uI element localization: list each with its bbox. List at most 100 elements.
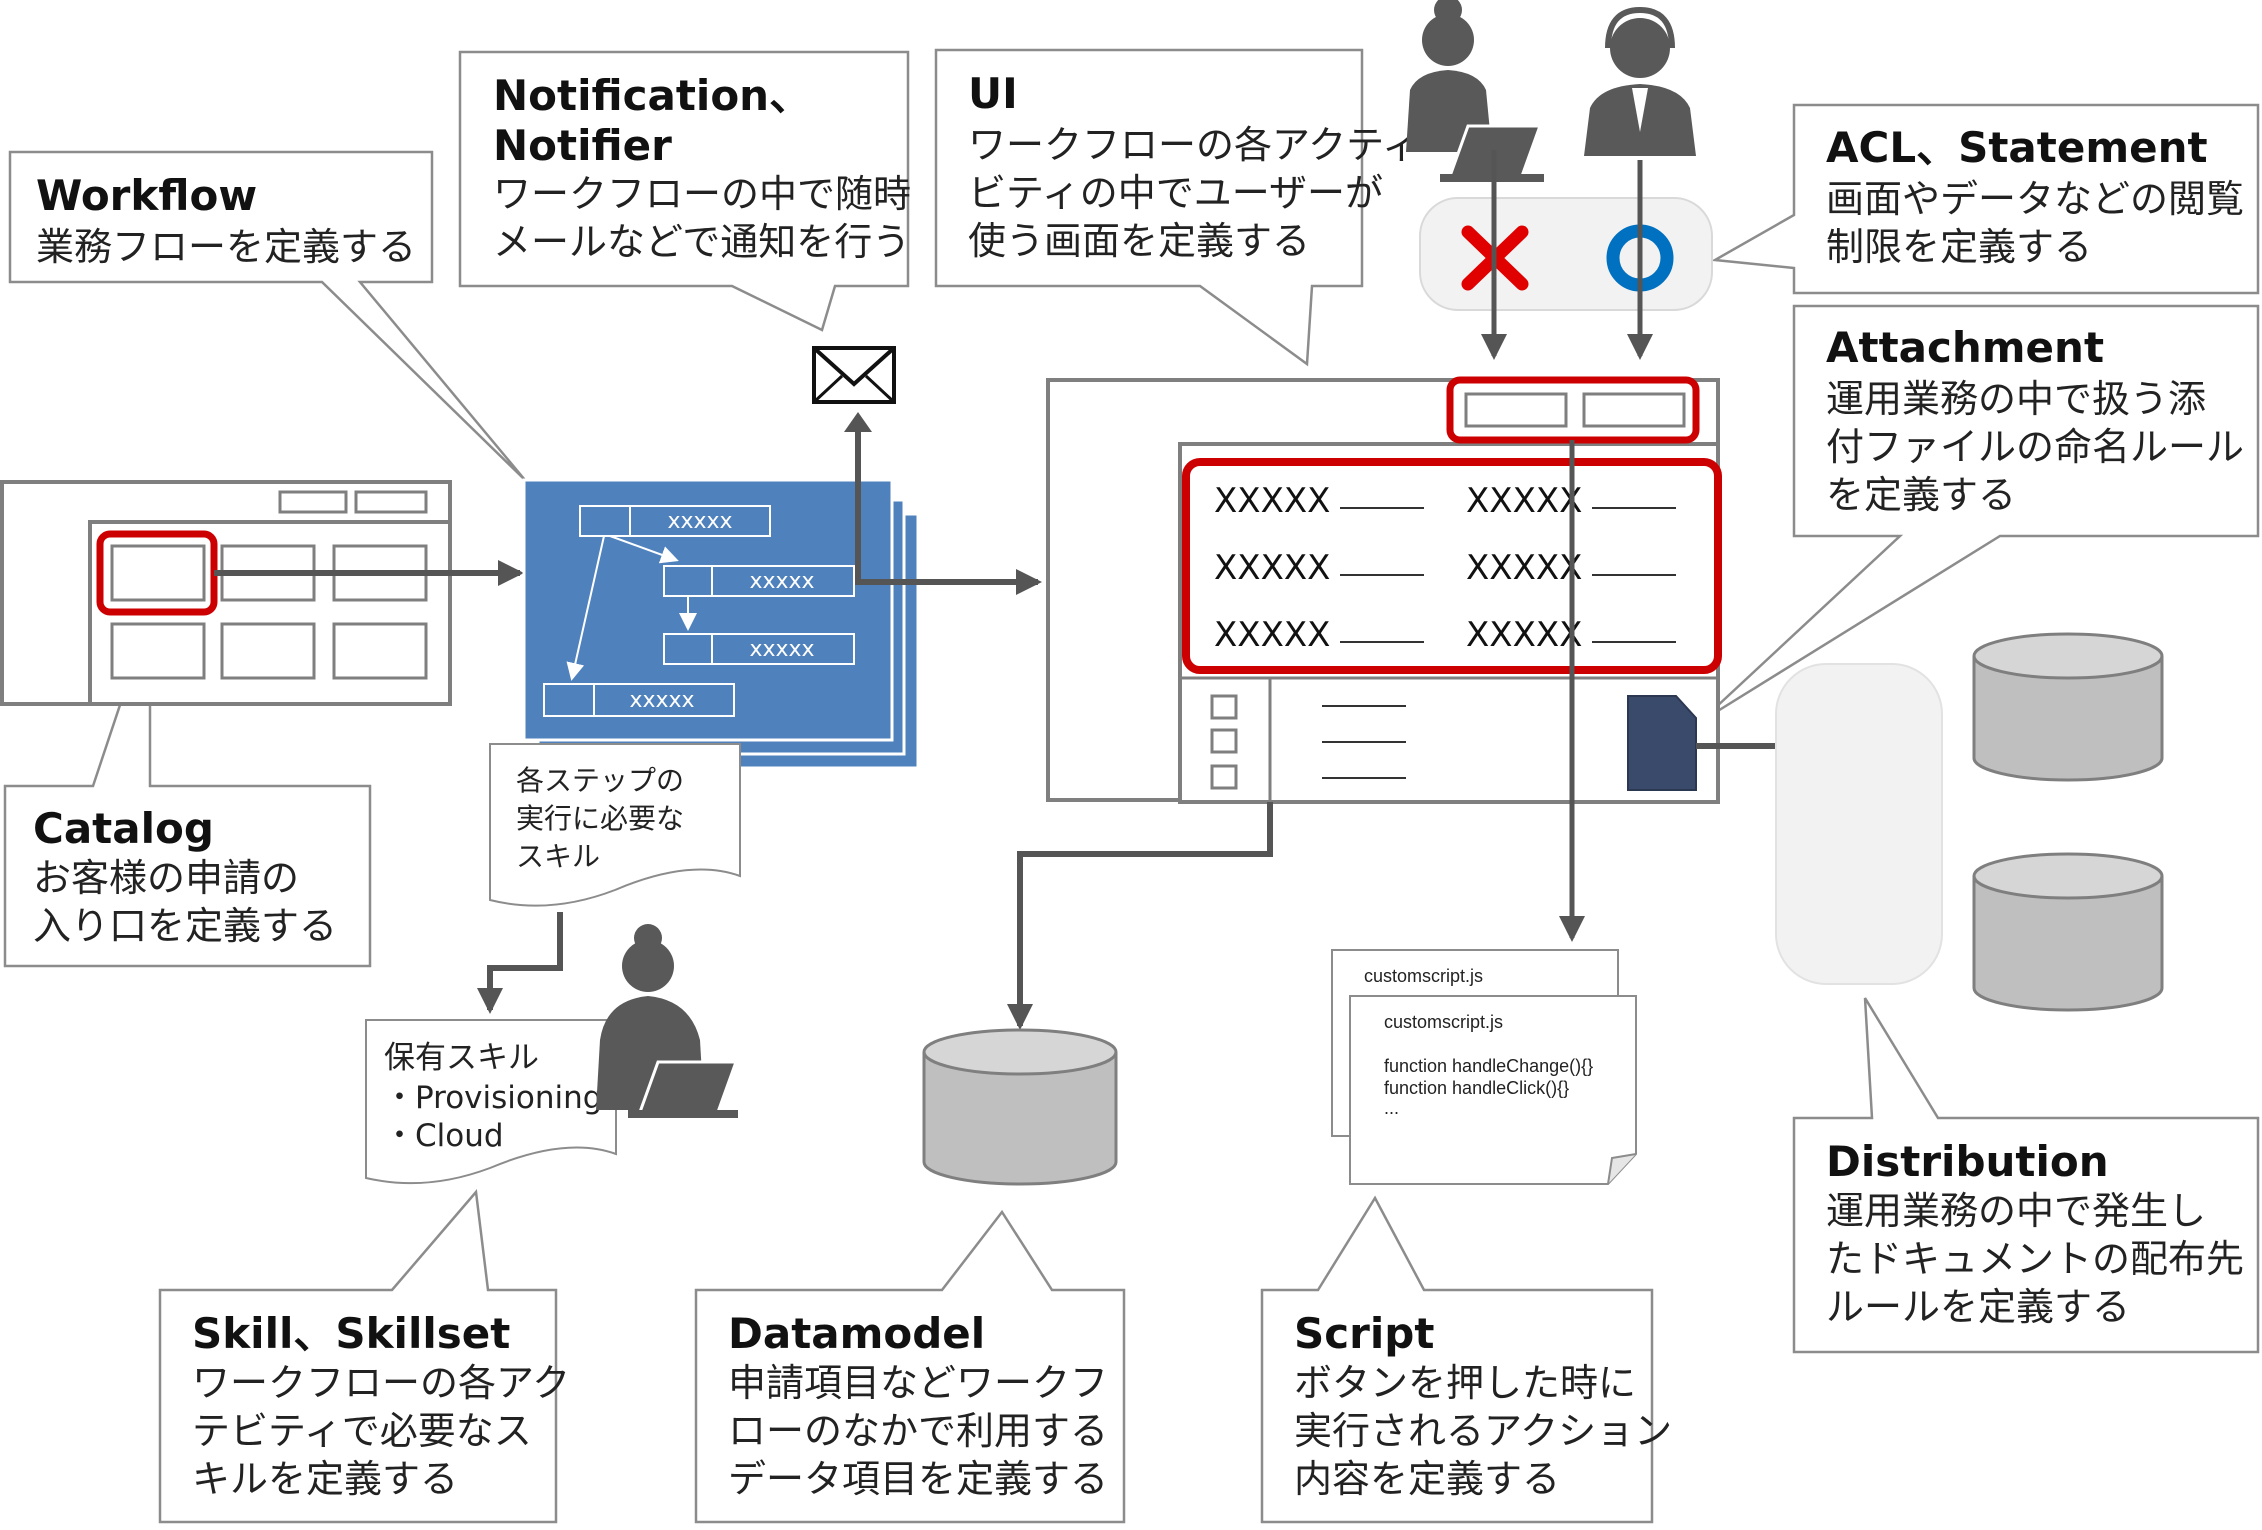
script-title: Script [1294,1309,1434,1358]
checkbox [1210,728,1238,754]
ui-button [1582,392,1686,428]
form-field: XXXXX [1466,615,1676,655]
form-field-label: XXXXX [1214,481,1330,521]
database-icon [1972,632,2164,782]
owned-skill-heading: 保有スキル [384,1040,539,1076]
notification-title-line2: Notifier [493,121,672,170]
workflow-callout: Workflow 業務フローを定義する [8,150,526,481]
ui-title: UI [968,69,1018,118]
acl-body-line2: 制限を定義する [1826,225,2092,269]
to-mail-arrowhead [844,412,872,432]
distribution-body-line2: たドキュメントの配布先 [1826,1237,2244,1281]
step-skill-note: 各ステップの 実行に必要な スキル [489,743,741,907]
script-body-line2: 実行されるアクション [1294,1409,1672,1453]
workflow-step: xxxxx [663,633,855,665]
catalog-body-line1: お客様の申請の [33,856,299,900]
ui-screen: XXXXX XXXXX XXXXX XXXXX XXXXX XXXXX [1046,376,1722,804]
owned-skill-item: ・Cloud [384,1118,504,1154]
notification-body-line1: ワークフローの中で随時 [493,172,911,216]
script-code-line: function handleClick(){} [1384,1078,1569,1098]
distribution-zone [1775,663,1943,985]
attachment-body-line1: 運用業務の中で扱う添 [1826,377,2206,421]
database-icon [922,1028,1118,1186]
form-highlight [1182,458,1722,674]
mail-icon [812,346,896,404]
step-skill-note-line1: 各ステップの [516,764,684,797]
datamodel-title: Datamodel [728,1309,985,1358]
catalog-callout: Catalog お客様の申請の 入り口を定義する [3,614,372,968]
workflow-step: xxxxx [663,565,855,597]
script-file-front-name: customscript.js [1384,1012,1503,1032]
script-file-front: customscript.js function handleChange(){… [1349,995,1637,1185]
datamodel-body-line3: データ項目を定義する [728,1457,1108,1501]
workflow-stack: xxxxx xxxxx xxxxx xxxxx [522,478,920,770]
datamodel-body-line1: 申請項目などワークフ [728,1361,1108,1405]
distribution-title: Distribution [1826,1137,2109,1186]
ui-body-line3: 使う画面を定義する [968,219,1310,263]
ui-body-line2: ビティの中でユーザーが [968,171,1383,215]
ui-callout: UI ワークフローの各アクティ ビティの中でユーザーが 使う画面を定義する [934,48,1420,367]
workflow-step: xxxxx [579,505,771,537]
acl-title: ACL、Statement [1826,123,2208,172]
database-icon [1972,852,2164,1012]
script-body-line1: ボタンを押した時に [1294,1361,1636,1405]
form-field-label: XXXXX [1466,615,1582,655]
person-with-laptop-top-icon [1406,0,1544,182]
form-field-label: XXXXX [1466,548,1582,588]
script-code-line: function handleChange(){} [1384,1056,1593,1076]
form-field: XXXXX [1466,481,1676,521]
notification-callout: Notification、 Notifier ワークフローの中で随時 メールなど… [458,50,911,332]
workflow-step-label: xxxxx [629,688,694,713]
distribution-body-line1: 運用業務の中で発生し [1826,1189,2206,1233]
workflow-step-label: xxxxx [667,509,732,534]
step-skill-note-line3: スキル [516,840,600,873]
notification-body-line2: メールなどで通知を行う [493,220,910,264]
form-field-label: XXXXX [1214,548,1330,588]
catalog-tile [220,622,316,680]
workflow-title: Workflow [36,171,257,220]
step-skill-note-line2: 実行に必要な [516,802,684,835]
script-body-line3: 内容を定義する [1294,1457,1560,1501]
catalog-tile [332,622,428,680]
script-callout: Script ボタンを押した時に 実行されるアクション 内容を定義する [1260,1195,1672,1524]
form-field-label: XXXXX [1466,481,1582,521]
attachment-body-line3: を定義する [1826,473,2016,517]
script-file-back-name: customscript.js [1364,966,1483,986]
catalog-tile [110,622,206,680]
person-with-laptop-icon [596,924,739,1118]
attachment-document-icon [1627,695,1697,791]
form-field-label: XXXXX [1214,615,1330,655]
skill-body-line2: テビティで必要なス [192,1409,532,1453]
form-field: XXXXX [1214,615,1424,655]
workflow-step-label: xxxxx [749,637,814,662]
attachment-title: Attachment [1826,323,2104,372]
form-field: XXXXX [1466,548,1676,588]
catalog-title: Catalog [33,804,214,853]
ui-body-line1: ワークフローの各アクティ [968,123,1420,167]
owned-skill-item: ・Provisioning [384,1080,602,1116]
form-field: XXXXX [1214,481,1424,521]
skill-callout: Skill、Skillset ワークフローの各アク テビティで必要なス キルを定… [158,1189,570,1524]
form-field: XXXXX [1214,548,1424,588]
datamodel-callout: Datamodel 申請項目などワークフ ローのなかで利用する データ項目を定義… [694,1209,1126,1524]
distribution-callout: Distribution 運用業務の中で発生し たドキュメントの配布先 ルールを… [1792,997,2260,1354]
checkbox [1210,764,1238,790]
acl-body-line1: 画面やデータなどの閲覧 [1826,177,2244,221]
datamodel-body-line2: ローのなかで利用する [728,1409,1108,1453]
note-to-skill-arrow [477,912,563,1014]
acl-panel [1419,197,1713,311]
attachment-body-line2: 付ファイルの命名ルール [1826,425,2244,469]
catalog-body-line2: 入り口を定義する [33,904,337,948]
workflow-to-ui-arrow [855,430,1042,595]
script-code-line: ... [1384,1098,1399,1118]
workflow-body-line: 業務フローを定義する [36,225,416,269]
skill-body-line1: ワークフローの各アク [192,1361,570,1405]
support-agent-icon [1584,6,1696,156]
distribution-body-line3: ルールを定義する [1826,1285,2130,1329]
workflow-step: xxxxx [543,683,735,717]
acl-callout: ACL、Statement 画面やデータなどの閲覧 制限を定義する [1710,103,2260,295]
catalog-screen [0,480,452,706]
skill-body-line3: キルを定義する [192,1457,458,1501]
